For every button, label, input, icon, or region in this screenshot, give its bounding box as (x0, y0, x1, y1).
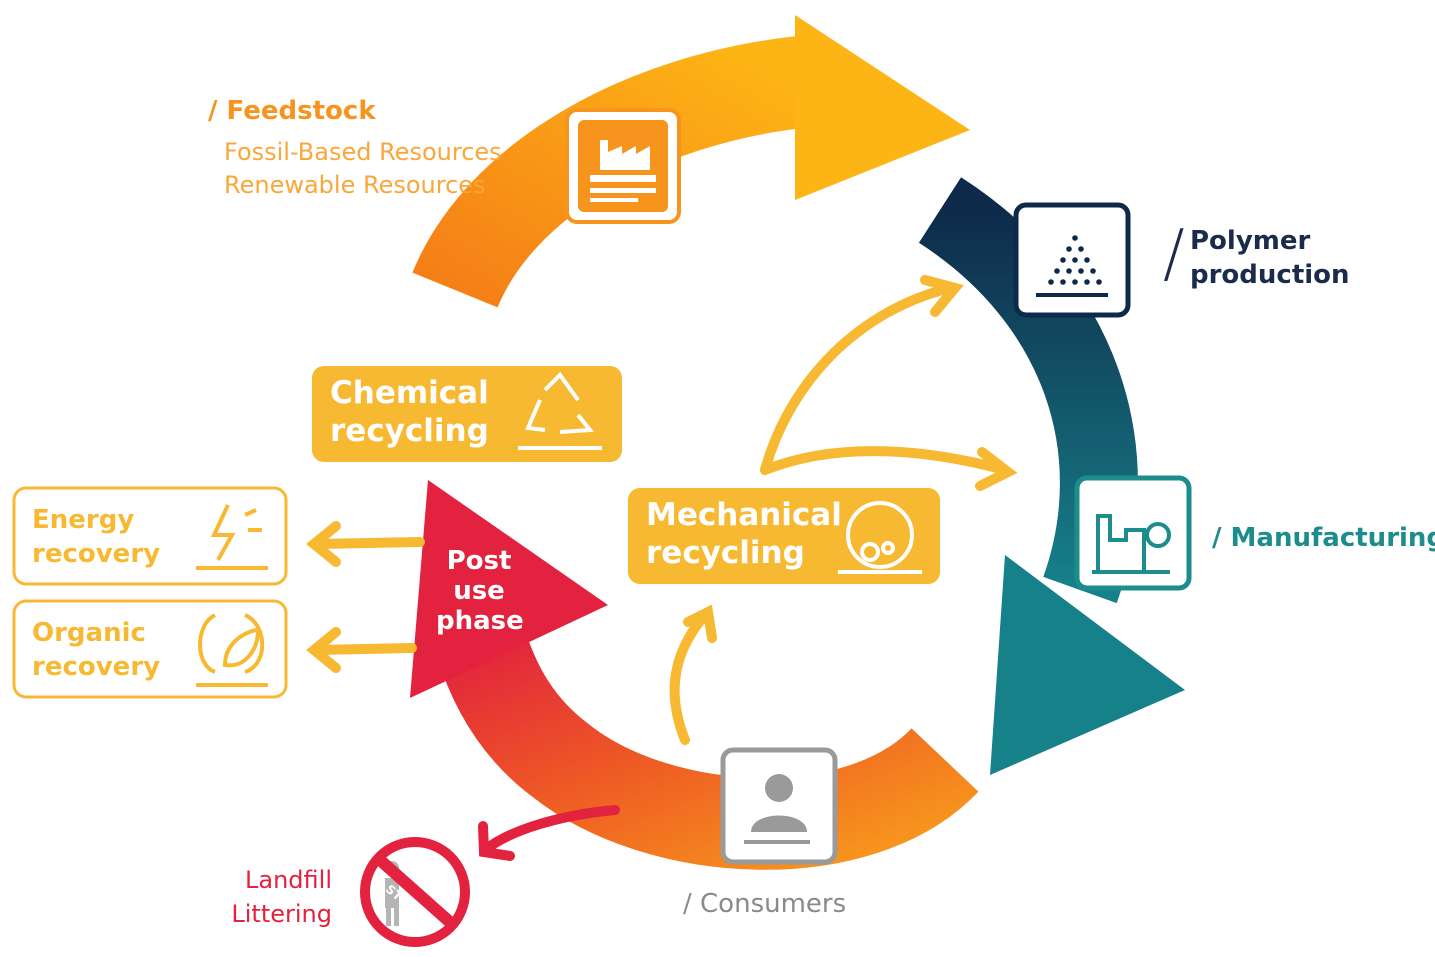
recycling-arrows (306, 275, 1018, 745)
post-use-phase-label: Post use phase (436, 546, 524, 636)
mechanical-recycling-label: Mechanical recycling (646, 496, 842, 572)
organic-recovery-label: Organic recovery (32, 616, 160, 684)
post-use-line1: Post (446, 546, 512, 576)
post-use-line3: phase (436, 606, 524, 636)
manufacturing-label: / Manufacturing (1212, 523, 1435, 553)
organic-line2: recovery (32, 652, 161, 682)
post-use-line2: use (453, 576, 505, 606)
mechanical-line1: Mechanical (646, 497, 842, 533)
recycle-icon (518, 371, 602, 450)
machinery-icon (1074, 475, 1192, 591)
lightning-icon (196, 504, 268, 570)
landfill-arrow (478, 805, 620, 861)
energy-line1: Energy (32, 505, 135, 535)
mechanical-line2: recycling (646, 535, 805, 571)
consumers-label: / Consumers (683, 889, 847, 919)
mechanical-recycling-panel (628, 488, 940, 584)
shredder-icon (838, 501, 922, 574)
landfill-label: Landfill (245, 866, 332, 894)
factory-icon (565, 108, 681, 224)
leaf-cycle-icon (196, 613, 268, 687)
chemical-recycling-label: Chemical recycling (330, 374, 489, 450)
polymer-slash: / (1163, 217, 1185, 291)
chemical-recycling-panel (312, 366, 622, 462)
feedstock-item-fossil: Fossil-Based Resources (224, 138, 502, 166)
feedstock-item-renewable: Renewable Resources (224, 171, 486, 199)
energy-recovery-label: Energy recovery (32, 503, 160, 571)
feedstock-arrow (412, 15, 970, 309)
polymer-production-label: Polymer production (1190, 224, 1350, 292)
chemical-line1: Chemical (330, 375, 489, 411)
littering-label: Littering (231, 900, 332, 928)
chemical-line2: recycling (330, 413, 489, 449)
feedstock-title: / Feedstock (208, 96, 376, 126)
polymer-pellets-icon (1013, 202, 1131, 318)
energy-line2: recovery (32, 539, 161, 569)
post-use-arrow (410, 480, 979, 870)
polymer-line1: Polymer (1190, 226, 1311, 256)
organic-recovery-panel (12, 599, 288, 699)
no-littering-icon (360, 837, 470, 947)
energy-recovery-panel (12, 486, 288, 586)
organic-line1: Organic (32, 618, 146, 648)
polymer-line2: production (1190, 260, 1350, 290)
consumer-person-icon (720, 747, 838, 865)
